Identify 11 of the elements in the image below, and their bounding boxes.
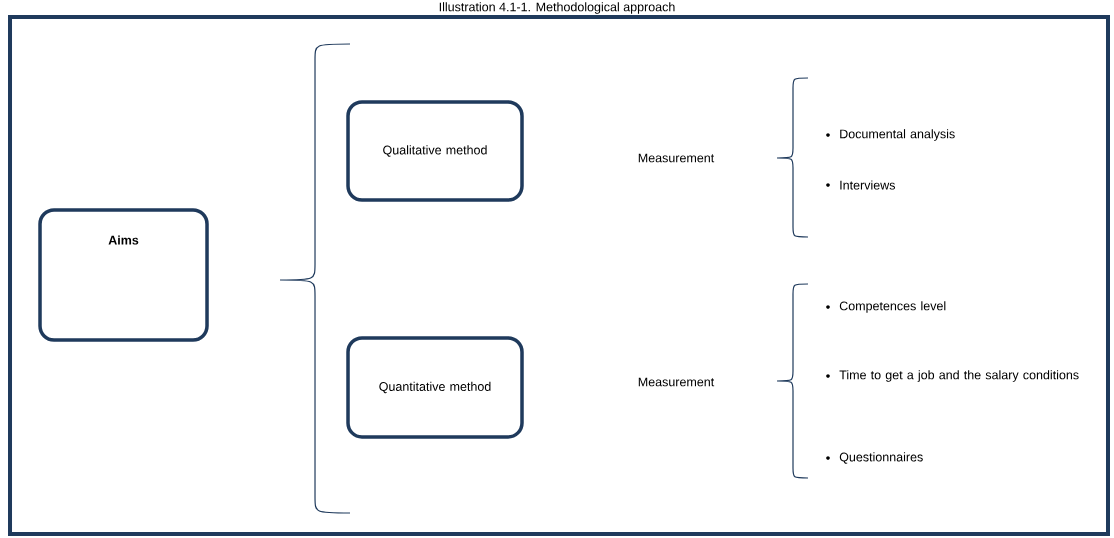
list-item: Competences level <box>839 301 946 313</box>
title: Illustration 4.1-1. Methodological approach <box>439 2 675 14</box>
list-item: Questionnaires <box>839 452 923 464</box>
process-box: Qualitative method <box>346 100 524 202</box>
list-item: Interviews <box>840 180 895 190</box>
label: Measurement <box>638 153 715 163</box>
label: Measurement <box>638 377 715 387</box>
process-box: Quantitative method <box>346 336 524 439</box>
list-item: Time to get a job and the salary conditions <box>839 370 1079 382</box>
list-item: Documental analysis <box>840 129 955 141</box>
process-box: Aims <box>38 208 209 342</box>
